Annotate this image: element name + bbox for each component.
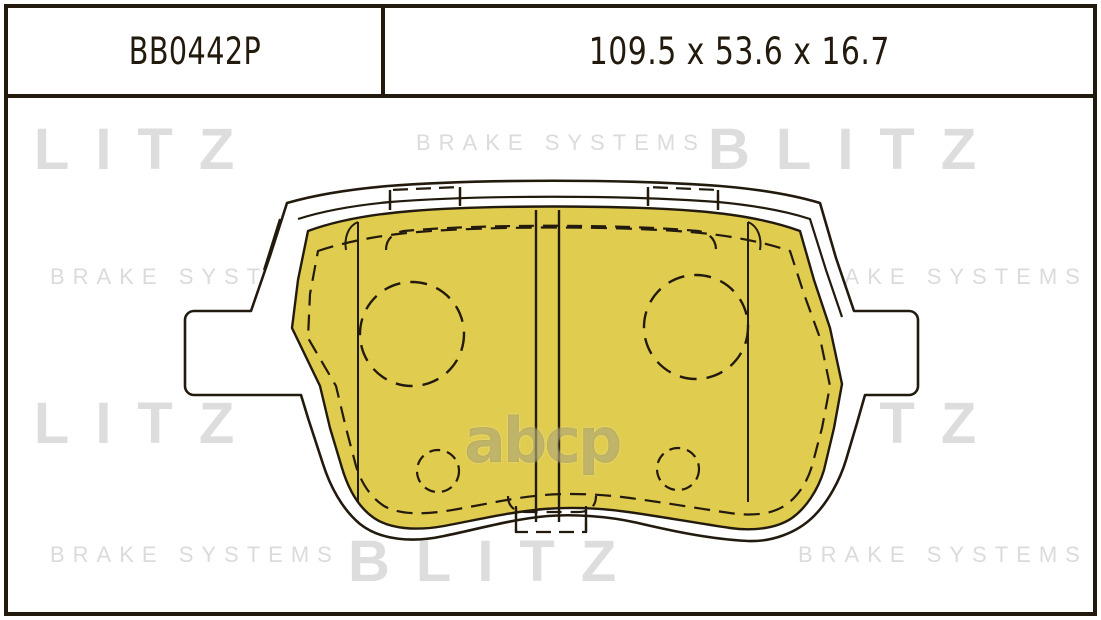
bottom-center-notch xyxy=(514,506,588,534)
part-number-cell: BB0442P xyxy=(8,8,385,94)
friction-chamfer-dashed xyxy=(306,226,832,516)
title-block: BB0442P 109.5 x 53.6 x 16.7 xyxy=(8,8,1093,94)
backing-plate-inner-edge xyxy=(297,195,844,318)
dimensions-cell: 109.5 x 53.6 x 16.7 xyxy=(385,8,1093,94)
top-right-clip-notch xyxy=(646,185,720,210)
right-rivet-large xyxy=(642,273,750,381)
title-block-separator xyxy=(8,94,1093,98)
right-division-tick xyxy=(747,221,762,251)
left-rivet-small xyxy=(415,448,461,494)
top-retention-dashed-arc xyxy=(384,224,718,251)
backing-plate-inner-edge-left xyxy=(262,218,282,271)
top-left-clip-notch xyxy=(388,185,462,210)
right-rivet-small xyxy=(655,446,701,492)
left-division-tick xyxy=(344,221,359,251)
left-rivet-large xyxy=(358,280,466,388)
dimensions-text: 109.5 x 53.6 x 16.7 xyxy=(588,29,890,73)
friction-material-block xyxy=(290,205,844,531)
bottom-retention-dashed-arc xyxy=(506,495,598,514)
brake-pad-drawing xyxy=(8,98,1093,612)
part-number: BB0442P xyxy=(128,29,261,73)
